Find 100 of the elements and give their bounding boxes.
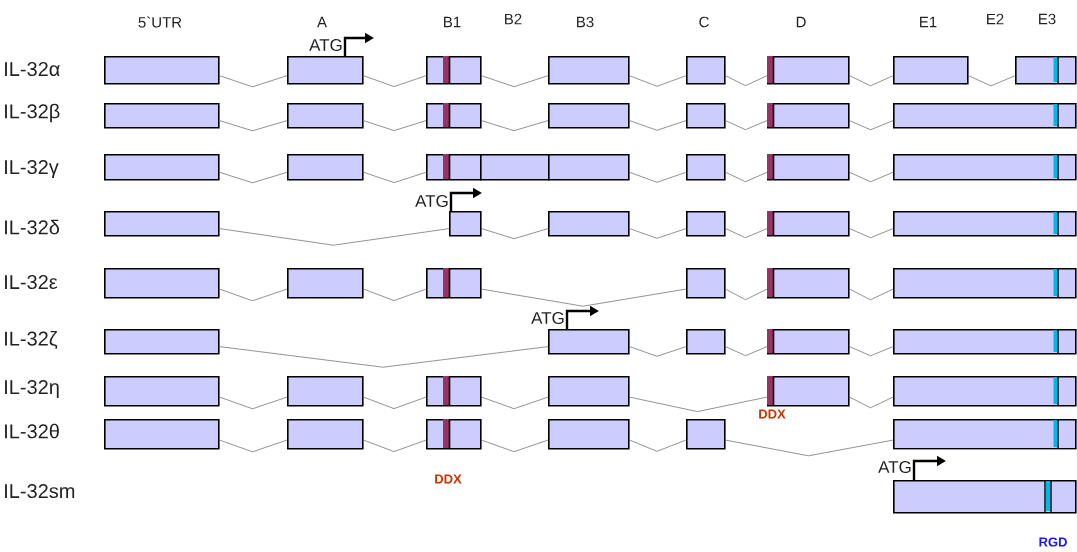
exon-box [426, 375, 482, 407]
exon-box [104, 329, 220, 355]
exon-box [893, 102, 1077, 129]
exon-box [548, 329, 630, 355]
isoform-label: IL-32θ [5, 423, 59, 439]
exon-label: A [317, 16, 327, 28]
exon-box [767, 210, 850, 237]
exon-box [1015, 55, 1077, 85]
intron-line [363, 120, 427, 131]
exon-box [767, 375, 850, 407]
intron-line [725, 120, 768, 131]
intron-line [481, 288, 687, 307]
exon-box [767, 153, 850, 181]
intron-line [968, 75, 1016, 87]
exon-box [449, 211, 482, 237]
exon-box [686, 329, 726, 355]
intron-line [219, 75, 288, 88]
intron-line [219, 396, 288, 410]
exon-box [686, 268, 726, 299]
intron-line [219, 288, 288, 302]
exon-box [104, 154, 220, 181]
intron-line [219, 120, 288, 132]
intron-line [481, 75, 549, 88]
intron-line [629, 346, 687, 357]
exon-box [104, 419, 220, 450]
intron-line [725, 439, 894, 457]
start-codon-label: ATG [878, 461, 911, 474]
exon-label: E3 [1039, 13, 1056, 25]
isoform-label: IL-32ζ [5, 331, 58, 349]
isoform-label: IL-32δ [5, 219, 60, 235]
exon-box [686, 154, 726, 181]
isoform-label: IL-32η [5, 379, 59, 399]
intron-line [725, 346, 768, 357]
exon-box [104, 56, 220, 85]
exon-box [426, 153, 482, 181]
exon-label: B3 [577, 16, 594, 28]
intron-line [725, 171, 768, 183]
exon-box [893, 479, 1077, 514]
exon-box [893, 153, 1077, 181]
intron-line [629, 120, 687, 131]
exon-box [104, 211, 220, 237]
exon-box [104, 376, 220, 407]
exon-box [767, 55, 850, 85]
intron-line [363, 396, 427, 409]
intron-line [481, 120, 549, 132]
exon-box [426, 418, 482, 450]
exon-label: E1 [920, 16, 937, 28]
intron-line [849, 75, 894, 87]
intron-line [629, 75, 687, 87]
exon-box [686, 419, 726, 450]
start-codon-label: ATG [531, 312, 564, 325]
exon-box [426, 267, 482, 299]
exon-box [686, 211, 726, 237]
intron-line [849, 228, 894, 239]
exon-label: C [699, 16, 709, 28]
start-codon-label: ATG [415, 195, 448, 208]
exon-box [548, 103, 630, 129]
exon-box [686, 56, 726, 85]
exon-box [767, 102, 850, 129]
intron-line [481, 228, 549, 240]
isoform-label: IL-32γ [5, 159, 59, 179]
exon-box [548, 56, 630, 85]
exon-label: B2 [505, 13, 522, 25]
motif-label: DDX [759, 409, 786, 419]
intron-line [363, 171, 427, 183]
intron-line [725, 288, 768, 301]
exon-box [548, 154, 630, 181]
exon-box [893, 328, 1077, 355]
isoform-label: IL-32sm [5, 483, 75, 499]
exon-box [287, 376, 364, 407]
exon-box [426, 55, 482, 85]
intron-line [481, 439, 549, 453]
exon-label: B1 [444, 16, 461, 28]
intron-line [629, 171, 687, 183]
motif-label: RGD [1039, 537, 1067, 547]
intron-line [629, 396, 768, 412]
intron-line [849, 288, 894, 301]
intron-line [849, 346, 894, 357]
isoform-label: IL-32β [5, 103, 60, 123]
exon-box [893, 418, 1077, 450]
exon-box [767, 328, 850, 355]
exon-box [104, 268, 220, 299]
exon-box [480, 154, 550, 181]
intron-line [219, 171, 288, 184]
intron-line [481, 396, 549, 410]
exon-label: D [796, 16, 806, 28]
intron-line [849, 120, 894, 131]
exon-box [686, 103, 726, 129]
intron-line [629, 439, 687, 452]
exon-label: 5`UTR [138, 16, 182, 28]
isoform-label: IL-32α [5, 61, 60, 77]
intron-line [629, 228, 687, 239]
intron-line [849, 171, 894, 183]
intron-line [725, 75, 768, 87]
exon-box [548, 419, 630, 450]
exon-box [548, 211, 630, 237]
exon-box [548, 376, 630, 407]
intron-line [219, 439, 288, 453]
intron-line [363, 288, 427, 301]
intron-line [725, 228, 768, 239]
